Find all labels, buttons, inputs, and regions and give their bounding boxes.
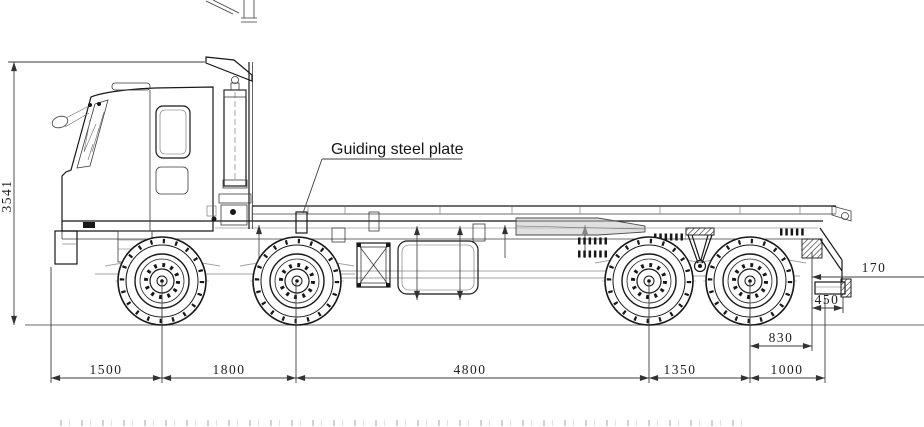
dimension-overall-height: 3541 bbox=[0, 61, 205, 325]
dim-label-450: 450 bbox=[815, 292, 840, 307]
dim-label-1500: 1500 bbox=[90, 362, 123, 377]
guiding-steel-plate bbox=[295, 211, 308, 234]
side-mirror bbox=[51, 102, 101, 129]
cropped-drawing-remnant-top bbox=[205, 0, 257, 23]
wheel-axle-2 bbox=[250, 237, 344, 325]
dimension-rear-group: 170 450 830 bbox=[750, 252, 924, 351]
dim-label-830: 830 bbox=[769, 330, 794, 345]
battery-box bbox=[356, 242, 391, 288]
windshield bbox=[76, 99, 109, 169]
hooklift-cylinder bbox=[515, 217, 646, 236]
dim-label-3541: 3541 bbox=[0, 180, 14, 213]
dim-label-1800: 1800 bbox=[213, 362, 246, 377]
side-marker bbox=[83, 222, 95, 228]
cropped-caption-remnant bbox=[60, 420, 748, 426]
lift-cylinder bbox=[206, 76, 252, 226]
dim-label-1350: 1350 bbox=[664, 362, 697, 377]
rear-step bbox=[814, 278, 852, 298]
callout-guiding-steel-plate: Guiding steel plate bbox=[302, 141, 464, 214]
truck-cab bbox=[51, 82, 214, 265]
underframe-equipment bbox=[256, 217, 823, 300]
headboard-top bbox=[205, 56, 253, 82]
fuel-tank bbox=[397, 226, 479, 300]
dim-label-4800: 4800 bbox=[454, 362, 487, 377]
dim-label-1000: 1000 bbox=[771, 362, 804, 377]
dim-label-170: 170 bbox=[862, 260, 887, 275]
headboard-and-cylinder bbox=[205, 56, 253, 229]
callout-label: Guiding steel plate bbox=[331, 141, 464, 158]
roof-hatch bbox=[111, 82, 151, 91]
wiper bbox=[83, 119, 97, 153]
lower-window bbox=[155, 166, 189, 195]
tandem-rocker bbox=[685, 227, 715, 273]
door-window bbox=[155, 105, 191, 159]
dimension-bottom-chain: 1500 1800 4800 1350 1000 bbox=[50, 267, 826, 383]
subframe-rails bbox=[251, 205, 837, 243]
front-bumper bbox=[54, 230, 78, 265]
